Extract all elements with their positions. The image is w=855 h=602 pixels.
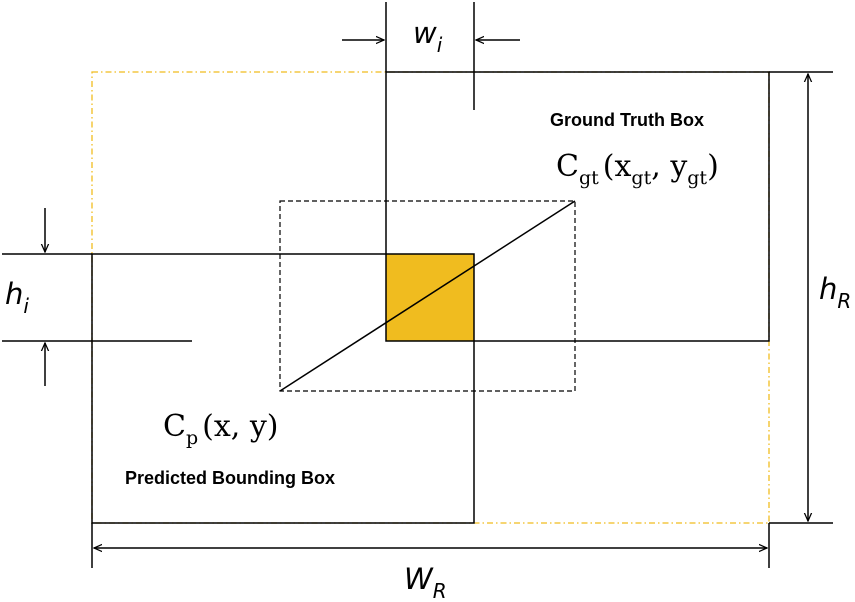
intersection-area (386, 254, 474, 341)
wi-label: wi (413, 16, 443, 57)
gt-center-label: Cgt(xgt, ygt) (556, 149, 719, 189)
hr-label: hR (819, 272, 851, 313)
center-distance-box (279, 200, 576, 392)
wr-label: WR (404, 562, 447, 602)
pred-center-label: Cp(x, y) (163, 409, 279, 449)
predicted-bounding-box (91, 253, 475, 524)
hi-label: hi (5, 277, 29, 318)
predicted-box-label: Predicted Bounding Box (125, 468, 335, 488)
ground-truth-box-label: Ground Truth Box (550, 110, 704, 130)
center-diagonal (279, 200, 576, 392)
ground-truth-box (385, 71, 770, 342)
